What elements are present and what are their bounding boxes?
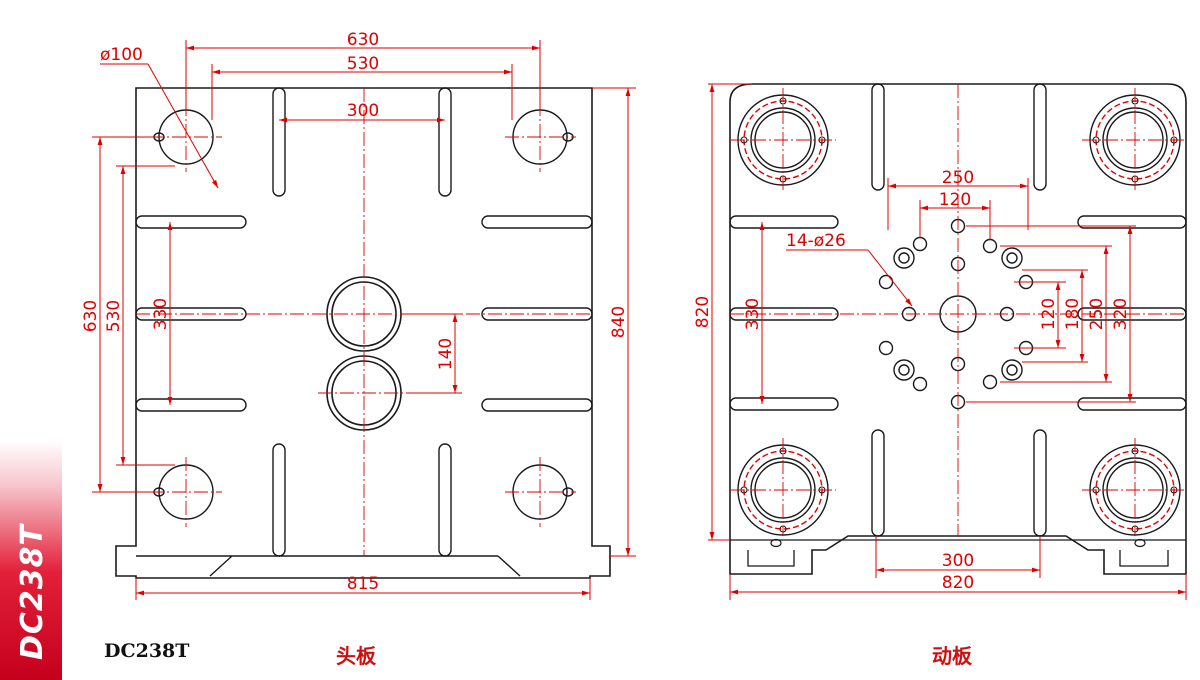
- head-plate-base-step: [136, 555, 521, 577]
- head-plate-corner-holes: [153, 109, 574, 520]
- side-tab: [0, 440, 62, 680]
- model-label: DC238T: [104, 640, 190, 662]
- moving-dim-120-top: 120: [939, 190, 971, 210]
- moving-plate-outline: [729, 83, 1187, 575]
- head-dim-hole-dia: ø100: [100, 45, 143, 65]
- head-plate-dim-labels: 630 530 300 ø100 630 530 330 140 840 815: [81, 30, 629, 594]
- moving-dim-120-right: 120: [1039, 298, 1059, 330]
- moving-dim-820-bottom: 820: [942, 573, 974, 593]
- head-plate-dimensions: [92, 40, 636, 600]
- head-dim-530-top: 530: [347, 54, 379, 74]
- moving-dim-holes: 14-ø26: [786, 231, 846, 251]
- moving-plate: 250 120 14-ø26 820 330 120 180 250 320 3…: [693, 83, 1187, 600]
- head-dim-630-top: 630: [347, 30, 379, 50]
- head-dim-630-left: 630: [81, 300, 101, 332]
- head-dim-140: 140: [436, 338, 456, 370]
- moving-plate-centerlines: [730, 84, 1186, 536]
- moving-dim-250-right: 250: [1087, 298, 1107, 330]
- head-dim-815: 815: [347, 574, 379, 594]
- head-dim-840: 840: [609, 306, 629, 338]
- moving-plate-dimensions: [708, 83, 1187, 600]
- moving-dim-180-right: 180: [1063, 298, 1083, 330]
- head-dim-300: 300: [347, 101, 379, 121]
- moving-plate-caption: 动板: [932, 644, 972, 668]
- head-plate-outline: [115, 87, 611, 579]
- moving-dim-320-right: 320: [1111, 298, 1131, 330]
- moving-dim-330-left: 330: [743, 298, 763, 330]
- moving-plate-dim-labels: 250 120 14-ø26 820 330 120 180 250 320 3…: [693, 168, 1131, 593]
- head-plate-centerlines: [136, 88, 592, 556]
- head-dim-330-left: 330: [151, 298, 171, 330]
- head-dim-530-left: 530: [104, 300, 124, 332]
- moving-dim-250-top: 250: [942, 168, 974, 188]
- moving-dim-820-height: 820: [693, 296, 713, 328]
- head-plate: 630 530 300 ø100 630 530 330 140 840 815: [81, 30, 636, 600]
- moving-plate-base-step: [730, 539, 1186, 567]
- head-plate-caption: 头板: [336, 644, 376, 668]
- moving-dim-300-bottom: 300: [942, 551, 974, 571]
